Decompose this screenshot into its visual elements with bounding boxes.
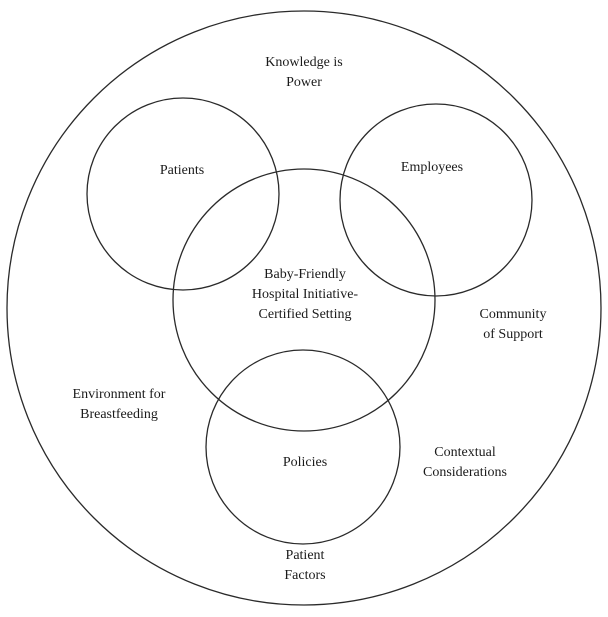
community-label: Community of Support: [479, 307, 547, 342]
policies-label: Policies: [282, 455, 328, 470]
employees-label: Employees: [400, 160, 464, 175]
policies-circle: [205, 349, 401, 545]
center-circle: [172, 168, 436, 432]
contextual-label: Contextual Considerations: [423, 445, 507, 480]
patients-label: Patients: [159, 163, 205, 178]
knowledge-label: Knowledge is Power: [265, 55, 343, 90]
environment-label: Environment for Breastfeeding: [72, 387, 166, 422]
patient-factors-label: Patient Factors: [284, 548, 326, 583]
center-circle-label: Baby-Friendly Hospital Initiative- Certi…: [251, 267, 359, 322]
patients-circle: [86, 97, 280, 291]
employees-circle: [339, 103, 533, 297]
outer-circle: [6, 10, 602, 606]
